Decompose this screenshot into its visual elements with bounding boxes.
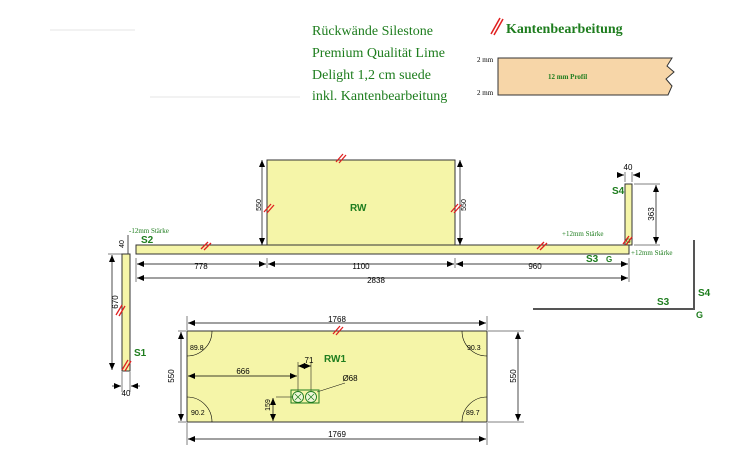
panel-s1-group: S1 670 40 (108, 253, 147, 398)
upper-assembly: RW S2 S3 G -12mm Stärke +12mm Stärke 40 … (119, 153, 630, 285)
angle-arc-br (461, 396, 488, 423)
angle-arc-tl (186, 330, 213, 357)
edge-marks-rw1 (332, 325, 344, 336)
dim-s4-width: 40 (624, 163, 633, 172)
dim-s1-length: 670 (111, 295, 120, 309)
description-line-3: Delight 1,2 cm suede (312, 68, 431, 83)
description-line-1: Rückwände Silestone (312, 24, 433, 39)
edge-marks-s1 (115, 304, 132, 372)
edge-mark-icon (490, 17, 504, 36)
corner-line (533, 240, 695, 310)
panel-rw1 (186, 330, 488, 423)
panel-s2-s3-strip (135, 244, 630, 255)
corner-s3-label: S3 (657, 297, 670, 308)
panel-rw-label: RW (350, 203, 367, 214)
dim-rw-left: 550 (256, 199, 263, 211)
description-line-4: inkl. Kantenbearbeitung (312, 89, 447, 104)
profile-label: 12 mm Profil (548, 73, 587, 81)
edge-marks-upper (200, 153, 548, 251)
angle-arc-tr (461, 330, 488, 357)
angle-bottom-left: 90.2 (191, 410, 205, 417)
dim-cutout-spacing: 71 (305, 356, 314, 365)
panel-rw1-group: RW1 89.8 90.3 90.2 89.7 1768 1769 550 55… (167, 315, 524, 445)
panel-s4-label: S4 (612, 186, 625, 197)
dim-s1-width: 40 (122, 389, 131, 398)
description-block: Rückwände Silestone Premium Qualität Lim… (312, 24, 447, 104)
note-plus12: +12mm Stärke (562, 230, 603, 238)
corner-sketch: S3 S4 G (533, 240, 711, 320)
dim-cutout-diameter: Ø68 (342, 374, 358, 383)
angle-top-right: 90.3 (467, 345, 481, 352)
corner-g-label: G (696, 310, 703, 320)
edge-marks-s4 (622, 235, 633, 246)
edge-legend: Kantenbearbeitung 2 mm 2 mm 12 mm Profil (477, 17, 675, 97)
dim-rw1-left: 550 (167, 369, 176, 383)
note-minus12: -12mm Stärke (129, 227, 169, 235)
panel-s4-group: S4 40 363 G +12mm Stärke (612, 163, 672, 257)
panel-s2-label: S2 (141, 235, 154, 246)
profile-bottom-dim: 2 mm (477, 89, 494, 97)
profile-top-dim: 2 mm (477, 56, 494, 64)
profile-sample (497, 57, 675, 96)
leader-line (316, 382, 346, 393)
panel-s1 (121, 253, 131, 372)
panel-rw1-label: RW1 (324, 354, 346, 365)
dim-s2-height: 40 (119, 240, 126, 248)
dim-cutout-height: 159 (265, 399, 272, 411)
dim-seg-mid: 1100 (352, 262, 370, 271)
dim-seg-right: 960 (528, 262, 542, 271)
panel-rw (266, 159, 456, 246)
socket-cutout-icon (290, 389, 320, 404)
panel-s1-label: S1 (134, 348, 147, 359)
dim-rw1-top: 1768 (328, 315, 346, 324)
dim-total: 2838 (367, 276, 385, 285)
panel-s3-label: S3 (586, 254, 599, 265)
angle-arc-bl (186, 396, 213, 423)
dim-rw-right: 550 (461, 199, 468, 211)
edge-legend-title: Kantenbearbeitung (506, 22, 623, 37)
dim-seg-left: 778 (194, 262, 208, 271)
description-line-2: Premium Qualität Lime (312, 46, 445, 61)
dim-rw1-bottom: 1769 (328, 430, 346, 439)
note-plus12-s4: +12mm Stärke (631, 249, 672, 257)
dim-cutout-offset: 666 (236, 367, 250, 376)
dim-s4-length: 363 (647, 207, 656, 221)
angle-bottom-right: 89.7 (466, 410, 480, 417)
corner-s4-label: S4 (698, 288, 711, 299)
dim-rw1-right: 550 (509, 369, 518, 383)
panel-s4 (624, 183, 633, 246)
panel-g-label: G (606, 255, 612, 264)
angle-top-left: 89.8 (190, 345, 204, 352)
